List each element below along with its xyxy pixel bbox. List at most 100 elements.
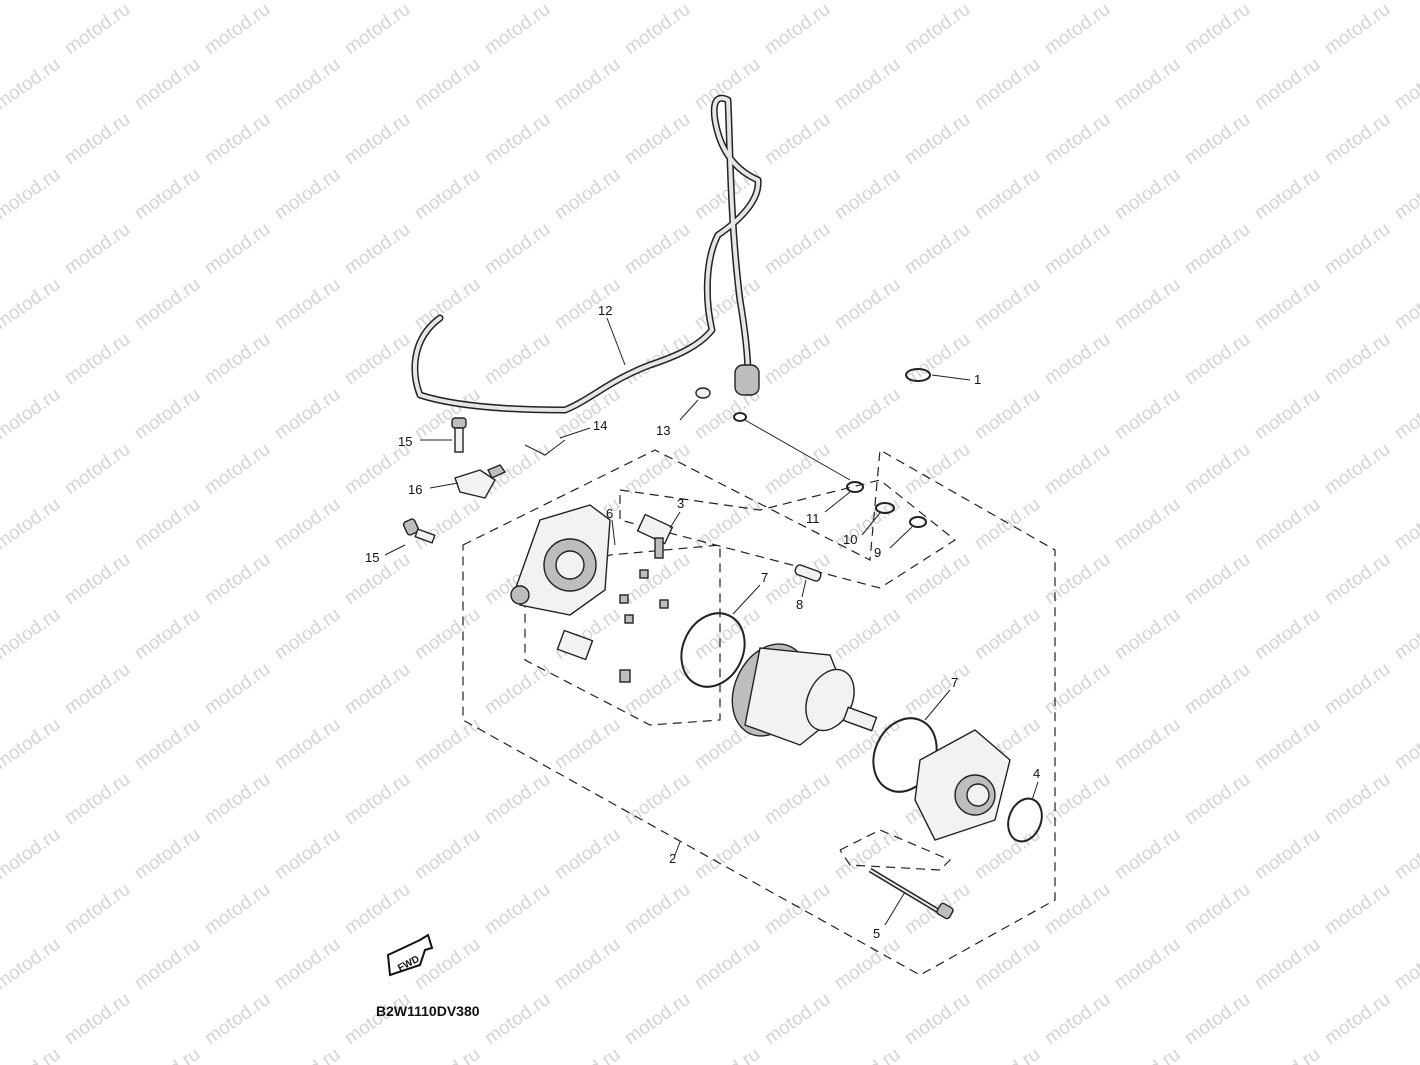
watermark-text: motod.ru xyxy=(1251,494,1324,554)
watermark-text: motod.ru xyxy=(691,0,764,4)
watermark-text: motod.ru xyxy=(621,439,694,499)
watermark-text: motod.ru xyxy=(481,989,554,1049)
watermark-text: motod.ru xyxy=(1321,549,1394,609)
watermark-text: motod.ru xyxy=(761,109,834,169)
watermark-text: motod.ru xyxy=(201,219,274,279)
watermark-text: motod.ru xyxy=(131,494,204,554)
watermark-text: motod.ru xyxy=(1181,329,1254,389)
watermark-text: motod.ru xyxy=(1111,714,1184,774)
watermark-text: motod.ru xyxy=(1321,989,1394,1049)
watermark-text: motod.ru xyxy=(1041,109,1114,169)
watermark-text: motod.ru xyxy=(551,274,624,334)
watermark-text: motod.ru xyxy=(411,494,484,554)
watermark-text: motod.ru xyxy=(1251,824,1324,884)
watermark-text: motod.ru xyxy=(551,1044,624,1065)
watermark-text: motod.ru xyxy=(1041,879,1114,939)
watermark-text: motod.ru xyxy=(901,0,974,59)
watermark-text: motod.ru xyxy=(201,109,274,169)
bolt-part-15-left xyxy=(402,518,436,544)
watermark-text: motod.ru xyxy=(1391,54,1420,114)
watermark-text: motod.ru xyxy=(761,439,834,499)
watermark-text: motod.ru xyxy=(201,989,274,1049)
brush-holder-frame xyxy=(524,544,721,726)
watermark-text: motod.ru xyxy=(481,219,554,279)
watermark-text: motod.ru xyxy=(411,54,484,114)
callout-7-a: 7 xyxy=(761,570,768,585)
watermark-text: motod.ru xyxy=(831,1044,904,1065)
washer-part-10 xyxy=(875,502,895,514)
washer-part-9 xyxy=(909,516,927,528)
watermark-text: motod.ru xyxy=(901,989,974,1049)
watermark-text: motod.ru xyxy=(1181,659,1254,719)
armature xyxy=(731,643,878,746)
watermark-text: motod.ru xyxy=(1391,714,1420,774)
watermark-text: motod.ru xyxy=(1391,164,1420,224)
diagram-code: B2W1110DV380 xyxy=(376,1003,480,1019)
watermark-text: motod.ru xyxy=(1321,0,1394,59)
watermark-text: motod.ru xyxy=(61,0,134,59)
watermark-text: motod.ru xyxy=(691,934,764,994)
watermark-text: motod.ru xyxy=(201,329,274,389)
watermark-text: motod.ru xyxy=(1251,714,1324,774)
fwd-arrow-icon: FWD xyxy=(386,933,434,977)
watermark-text: motod.ru xyxy=(1181,989,1254,1049)
watermark-text: motod.ru xyxy=(271,384,344,444)
watermark-text: motod.ru xyxy=(831,0,904,4)
watermark-text: motod.ru xyxy=(271,604,344,664)
watermark-text: motod.ru xyxy=(1391,384,1420,444)
watermark-text: motod.ru xyxy=(201,0,274,59)
washer-part-11 xyxy=(846,481,864,493)
callout-16: 16 xyxy=(408,482,422,497)
watermark-text: motod.ru xyxy=(481,879,554,939)
watermark-text: motod.ru xyxy=(831,934,904,994)
watermark-text: motod.ru xyxy=(551,54,624,114)
watermark-text: motod.ru xyxy=(61,219,134,279)
watermark-text: motod.ru xyxy=(971,54,1044,114)
watermark-text: motod.ru xyxy=(61,439,134,499)
watermark-text: motod.ru xyxy=(341,109,414,169)
washer-part-13b xyxy=(733,412,747,422)
watermark-text: motod.ru xyxy=(0,604,64,664)
watermark-text: motod.ru xyxy=(341,879,414,939)
watermark-text: motod.ru xyxy=(411,164,484,224)
watermark-text: motod.ru xyxy=(271,714,344,774)
watermark-text: motod.ru xyxy=(411,714,484,774)
watermark-text: motod.ru xyxy=(1111,384,1184,444)
wire-part-14 xyxy=(524,439,566,456)
watermark-text: motod.ru xyxy=(0,0,64,4)
watermark-text: motod.ru xyxy=(1251,384,1324,444)
callout-1: 1 xyxy=(974,372,981,387)
watermark-text: motod.ru xyxy=(1321,439,1394,499)
watermark-text: motod.ru xyxy=(271,274,344,334)
watermark-text: motod.ru xyxy=(0,494,64,554)
callout-2: 2 xyxy=(669,851,676,866)
watermark-text: motod.ru xyxy=(411,604,484,664)
o-ring-part-7-a xyxy=(680,612,746,688)
watermark-text: motod.ru xyxy=(1251,54,1324,114)
watermark-text: motod.ru xyxy=(901,109,974,169)
watermark-text: motod.ru xyxy=(1181,879,1254,939)
watermark-text: motod.ru xyxy=(1391,824,1420,884)
watermark-text: motod.ru xyxy=(131,824,204,884)
watermark-text: motod.ru xyxy=(0,164,64,224)
watermark-text: motod.ru xyxy=(1251,274,1324,334)
watermark-text: motod.ru xyxy=(61,989,134,1049)
watermark-text: motod.ru xyxy=(621,769,694,829)
watermark-text: motod.ru xyxy=(1321,879,1394,939)
callout-9: 9 xyxy=(874,545,881,560)
callout-4: 4 xyxy=(1033,766,1040,781)
watermark-text: motod.ru xyxy=(411,824,484,884)
brush-plate xyxy=(556,629,631,683)
watermark-text: motod.ru xyxy=(131,274,204,334)
watermark-text: motod.ru xyxy=(481,769,554,829)
pin-part-8 xyxy=(794,564,822,582)
watermark-text: motod.ru xyxy=(971,824,1044,884)
watermark-text: motod.ru xyxy=(131,604,204,664)
watermark-text: motod.ru xyxy=(761,879,834,939)
watermark-text: motod.ru xyxy=(1181,549,1254,609)
watermark-text: motod.ru xyxy=(61,329,134,389)
watermark-text: motod.ru xyxy=(1041,0,1114,59)
watermark-text: motod.ru xyxy=(691,494,764,554)
watermark-text: motod.ru xyxy=(1321,769,1394,829)
